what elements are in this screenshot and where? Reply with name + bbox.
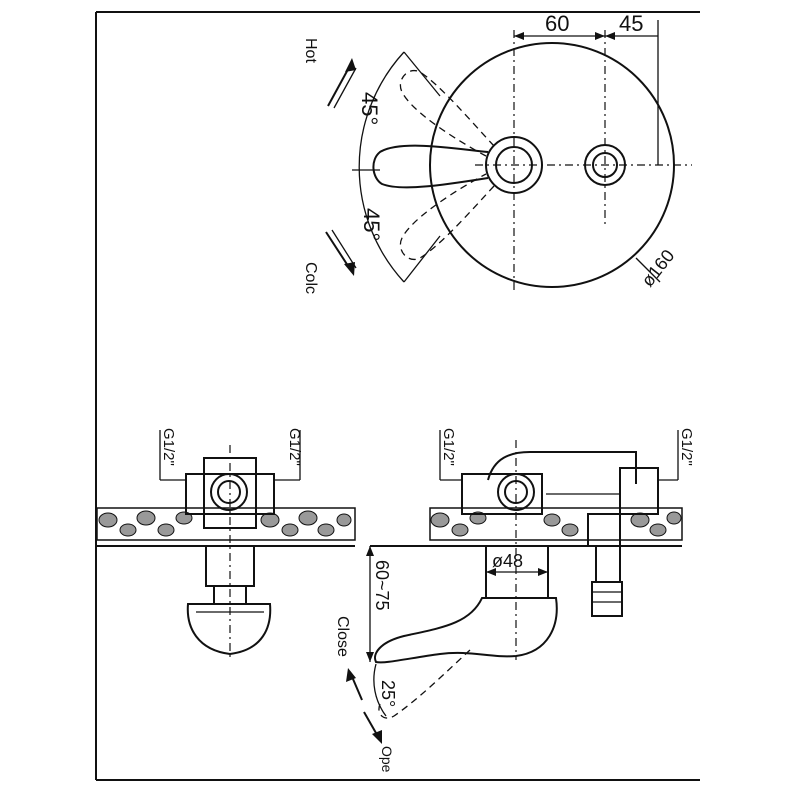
depth-label: 60~75 bbox=[372, 560, 392, 611]
top-view bbox=[325, 20, 692, 290]
cold-label: Colc bbox=[302, 262, 319, 294]
thread-left-a-label: G1/2" bbox=[160, 428, 177, 466]
thread-left-b-label: G1/2" bbox=[286, 428, 303, 466]
diameter-48-label: ø48 bbox=[492, 551, 523, 571]
lever-open-position bbox=[378, 649, 471, 719]
diverter-ring-inner bbox=[592, 152, 618, 178]
handle-hot-position bbox=[399, 69, 495, 157]
dim-45-label: 45 bbox=[619, 11, 643, 36]
lever-handle-side bbox=[374, 597, 558, 664]
wall-band-left bbox=[96, 507, 356, 541]
angle-lower-label: 45° bbox=[359, 208, 384, 241]
hot-label: Hot bbox=[302, 38, 319, 63]
cold-arrow bbox=[325, 229, 357, 276]
handle-outline bbox=[372, 144, 489, 189]
open-label: Ope bbox=[379, 746, 395, 773]
diameter-160-label: ø160 bbox=[637, 246, 678, 291]
drawing-frame bbox=[95, 11, 700, 781]
open-arrow bbox=[363, 711, 382, 744]
right-side-view bbox=[346, 430, 683, 744]
hot-arrow bbox=[327, 58, 357, 109]
close-arrow bbox=[346, 668, 363, 701]
thread-right-a-label: G1/2" bbox=[440, 428, 457, 466]
diverter-ring-outer bbox=[584, 144, 626, 186]
dim-60-label: 60 bbox=[545, 11, 569, 36]
left-side-view bbox=[96, 430, 356, 660]
wall-stones-left bbox=[98, 510, 352, 537]
spindle-ring-inner bbox=[495, 146, 533, 184]
rotation-arc bbox=[358, 51, 405, 283]
handle-cold-position bbox=[399, 173, 495, 261]
spindle-ring-outer bbox=[485, 136, 543, 194]
knob-side-left bbox=[186, 603, 272, 656]
close-label: Close bbox=[334, 616, 351, 657]
angle-upper-label: 45° bbox=[357, 92, 382, 125]
thread-right-b-label: G1/2" bbox=[678, 428, 695, 466]
wall-stones-right bbox=[430, 511, 682, 537]
angle-25-label: 25° bbox=[378, 680, 398, 707]
